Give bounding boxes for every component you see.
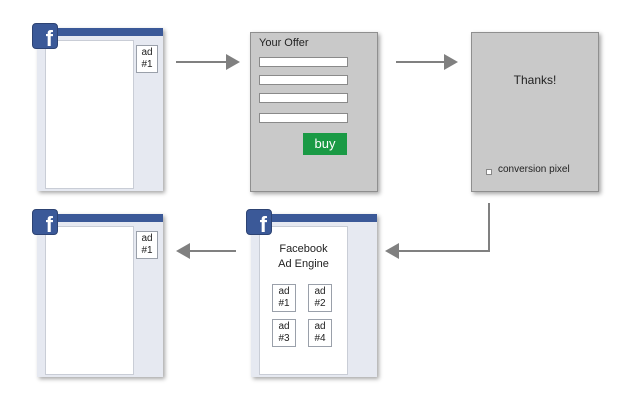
offer-title: Your Offer — [259, 37, 309, 49]
fb-header-bar — [37, 28, 163, 36]
buy-button[interactable]: buy — [303, 133, 347, 155]
fb-header-bar — [251, 214, 377, 222]
fb-page-top-left: ad #1 — [37, 28, 163, 191]
fb-content-area — [45, 226, 134, 375]
arrow-thanks-to-engine — [398, 203, 490, 252]
thanks-page: Thanks! conversion pixel — [471, 32, 599, 192]
engine-ad-3[interactable]: ad #3 — [272, 319, 296, 347]
thanks-title: Thanks! — [513, 73, 557, 87]
arrowhead-left-1 — [385, 243, 399, 259]
offer-field-1[interactable] — [259, 57, 348, 67]
offer-field-4[interactable] — [259, 113, 348, 123]
fb-page-bottom-left: ad #1 — [37, 214, 163, 377]
offer-field-2[interactable] — [259, 75, 348, 85]
facebook-logo-icon: f — [246, 209, 272, 235]
engine-ad-1[interactable]: ad #1 — [272, 284, 296, 312]
fb-header-bar — [37, 214, 163, 222]
arrowhead-left-2 — [176, 243, 190, 259]
offer-field-3[interactable] — [259, 93, 348, 103]
fb-content-area — [45, 40, 134, 189]
facebook-logo-icon: f — [32, 209, 58, 235]
fb-ad-engine-page: Facebook Ad Engine ad #1 ad #2 ad #3 ad … — [251, 214, 377, 377]
engine-ad-2[interactable]: ad #2 — [308, 284, 332, 312]
facebook-logo-icon: f — [32, 23, 58, 49]
conversion-pixel-label: conversion pixel — [498, 164, 570, 175]
conversion-pixel-icon — [486, 169, 492, 175]
ad-1-box[interactable]: ad #1 — [136, 231, 158, 259]
arrowhead-right-1 — [226, 54, 240, 70]
ad-engine-title: Facebook Ad Engine — [278, 243, 329, 270]
ad-1-box[interactable]: ad #1 — [136, 45, 158, 73]
arrowhead-right-2 — [444, 54, 458, 70]
offer-page: Your Offer buy — [250, 32, 378, 192]
engine-ad-4[interactable]: ad #4 — [308, 319, 332, 347]
